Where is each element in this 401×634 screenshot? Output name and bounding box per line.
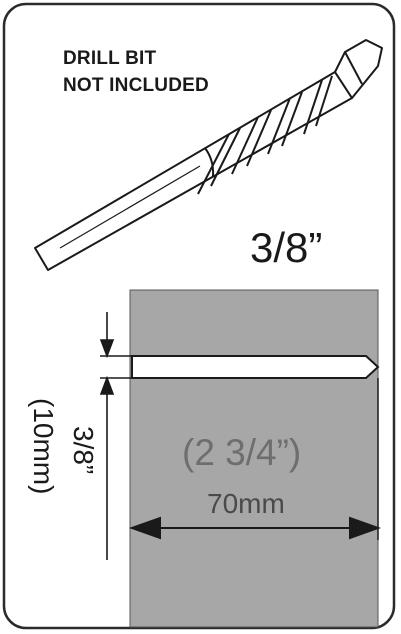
bit-size-label: 3/8” [250,224,323,271]
depth-dimension-arrow [129,378,381,540]
hole-diameter-imperial-label: 3/8” [68,426,99,475]
drill-bit-notice-line1: DRILL BIT [63,48,157,69]
depth-imperial-label: (2 3/4”) [182,432,302,473]
drill-bit-icon [34,39,383,271]
drilled-hole [131,355,380,379]
depth-metric-label: 70mm [207,488,285,519]
hole-diameter-metric-label: (10mm) [28,398,59,495]
wall-block [129,289,379,628]
dimension-arrow-icon [99,312,160,560]
drill-bit-notice-line2: NOT INCLUDED [63,75,209,96]
